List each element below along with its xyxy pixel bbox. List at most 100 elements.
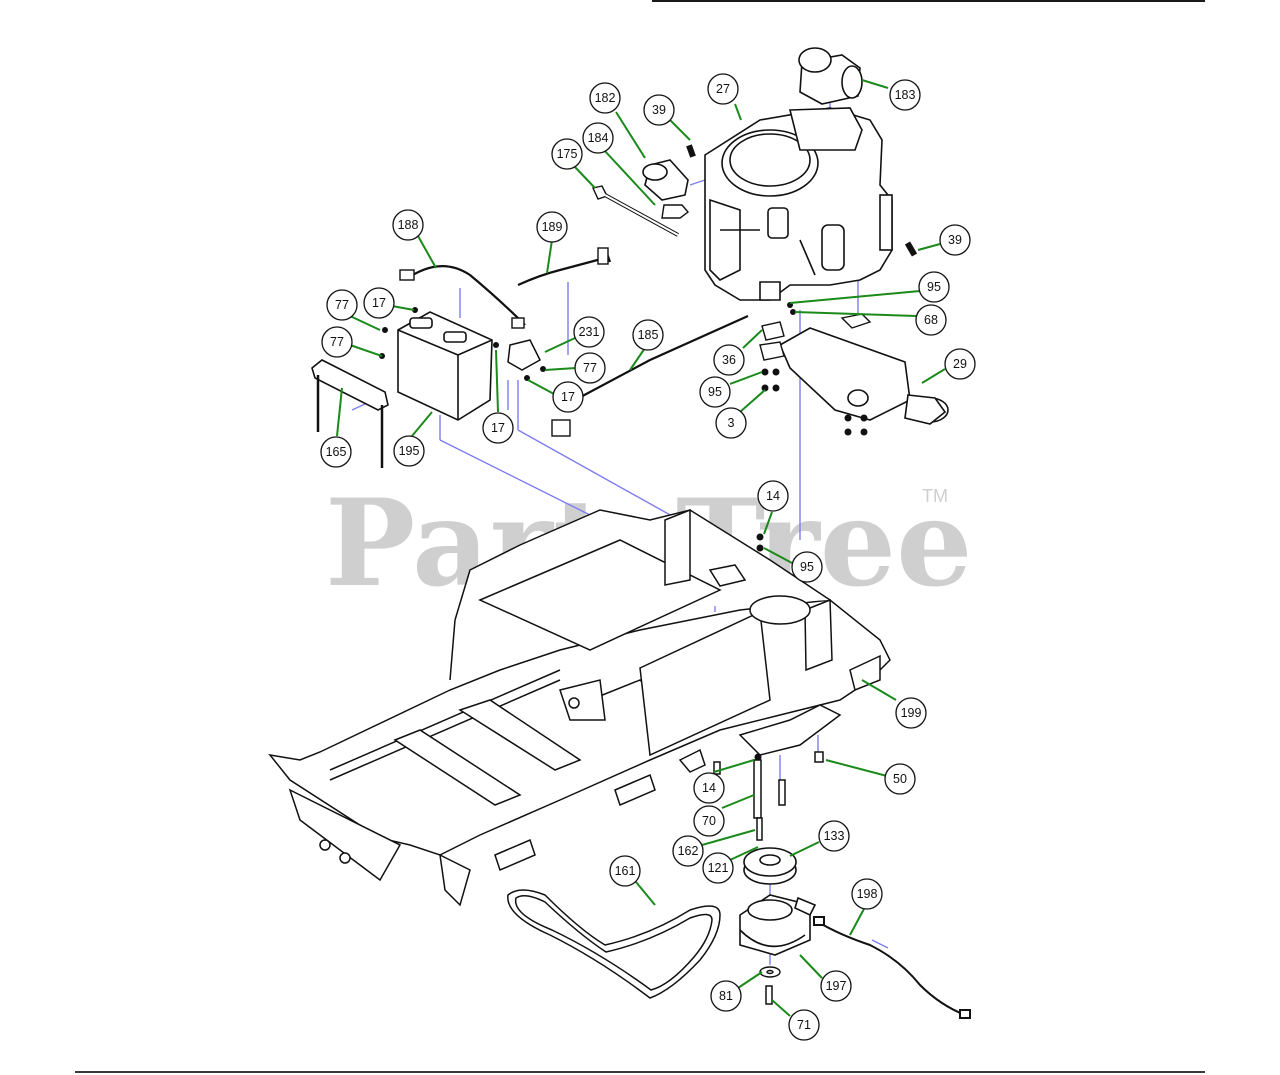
callout-77c[interactable]: 77 [574, 352, 606, 384]
battery [397, 311, 493, 421]
gasket [759, 313, 872, 361]
battery-holddown [311, 359, 389, 468]
svg-text:3: 3 [728, 416, 735, 430]
svg-text:39: 39 [948, 233, 962, 247]
svg-text:165: 165 [326, 445, 347, 459]
callout-36[interactable]: 36 [713, 344, 745, 376]
callout-3[interactable]: 3 [715, 407, 747, 439]
svg-text:198: 198 [857, 887, 878, 901]
callout-121[interactable]: 121 [702, 852, 734, 884]
callout-27[interactable]: 27 [707, 73, 739, 105]
svg-text:68: 68 [924, 313, 938, 327]
bolts [713, 751, 824, 1005]
callout-29[interactable]: 29 [944, 348, 976, 380]
callout-14a[interactable]: 14 [757, 480, 789, 512]
callouts: 182 39 27 183 175 184 39 188 189 95 68 7… [320, 73, 976, 1041]
clutch-harness [813, 916, 971, 1019]
callout-161[interactable]: 161 [609, 855, 641, 887]
svg-text:231: 231 [579, 325, 600, 339]
svg-text:162: 162 [678, 844, 699, 858]
pulley [743, 847, 797, 885]
callout-17a[interactable]: 17 [363, 287, 395, 319]
svg-text:95: 95 [708, 385, 722, 399]
callout-17c[interactable]: 17 [482, 412, 514, 444]
svg-text:121: 121 [708, 861, 729, 875]
callout-81[interactable]: 81 [710, 980, 742, 1012]
watermark-tm: TM [922, 486, 948, 506]
svg-text:199: 199 [901, 706, 922, 720]
svg-text:189: 189 [542, 220, 563, 234]
svg-text:185: 185 [638, 328, 659, 342]
svg-text:71: 71 [797, 1018, 811, 1032]
callout-189[interactable]: 189 [536, 211, 568, 243]
svg-text:17: 17 [372, 296, 386, 310]
svg-text:27: 27 [716, 82, 730, 96]
callout-17b[interactable]: 17 [552, 381, 584, 413]
callout-188[interactable]: 188 [392, 209, 424, 241]
callout-184[interactable]: 184 [582, 122, 614, 154]
callout-71[interactable]: 71 [788, 1009, 820, 1041]
muffler [778, 327, 949, 425]
callout-39a[interactable]: 39 [643, 94, 675, 126]
svg-text:77: 77 [330, 335, 344, 349]
top-rule [652, 0, 1205, 2]
svg-text:50: 50 [893, 772, 907, 786]
callout-165[interactable]: 165 [320, 436, 352, 468]
callout-70[interactable]: 70 [693, 805, 725, 837]
solenoid [507, 339, 541, 371]
svg-text:29: 29 [953, 357, 967, 371]
svg-text:77: 77 [335, 298, 349, 312]
svg-text:14: 14 [766, 489, 780, 503]
callout-95a[interactable]: 95 [918, 271, 950, 303]
callout-14b[interactable]: 14 [693, 772, 725, 804]
svg-text:133: 133 [824, 829, 845, 843]
svg-text:195: 195 [399, 444, 420, 458]
svg-text:39: 39 [652, 103, 666, 117]
svg-text:95: 95 [800, 560, 814, 574]
svg-text:182: 182 [595, 91, 616, 105]
clutch [739, 894, 817, 956]
svg-text:188: 188 [398, 218, 419, 232]
svg-text:14: 14 [702, 781, 716, 795]
callout-185[interactable]: 185 [632, 319, 664, 351]
callout-68[interactable]: 68 [915, 304, 947, 336]
svg-text:184: 184 [588, 131, 609, 145]
callout-182[interactable]: 182 [589, 82, 621, 114]
frame [268, 508, 891, 907]
svg-text:36: 36 [722, 353, 736, 367]
callout-133[interactable]: 133 [818, 820, 850, 852]
svg-text:81: 81 [719, 989, 733, 1003]
callout-183[interactable]: 183 [889, 79, 921, 111]
callout-95b[interactable]: 95 [699, 376, 731, 408]
callout-175[interactable]: 175 [551, 138, 583, 170]
leader-lines [336, 79, 946, 1017]
callout-231[interactable]: 231 [573, 316, 605, 348]
bottom-rule [75, 1071, 1205, 1073]
callout-95c[interactable]: 95 [791, 551, 823, 583]
svg-text:161: 161 [615, 864, 636, 878]
callout-39b[interactable]: 39 [939, 224, 971, 256]
cable-ends [399, 247, 609, 437]
svg-text:95: 95 [927, 280, 941, 294]
callout-195[interactable]: 195 [393, 435, 425, 467]
svg-text:197: 197 [826, 979, 847, 993]
battery-cables [404, 247, 749, 401]
svg-text:17: 17 [561, 390, 575, 404]
callout-50[interactable]: 50 [884, 763, 916, 795]
svg-text:175: 175 [557, 147, 578, 161]
callout-162[interactable]: 162 [672, 835, 704, 867]
svg-text:17: 17 [491, 421, 505, 435]
spark-plug [686, 144, 918, 257]
svg-text:183: 183 [895, 88, 916, 102]
washer [759, 966, 781, 978]
callout-198[interactable]: 198 [851, 878, 883, 910]
svg-text:70: 70 [702, 814, 716, 828]
callout-199[interactable]: 199 [895, 697, 927, 729]
oil-filter [642, 159, 689, 201]
fuel-line [592, 185, 690, 237]
callout-77b[interactable]: 77 [321, 326, 353, 358]
callout-197[interactable]: 197 [820, 970, 852, 1002]
svg-text:77: 77 [583, 361, 597, 375]
callout-77a[interactable]: 77 [326, 289, 358, 321]
